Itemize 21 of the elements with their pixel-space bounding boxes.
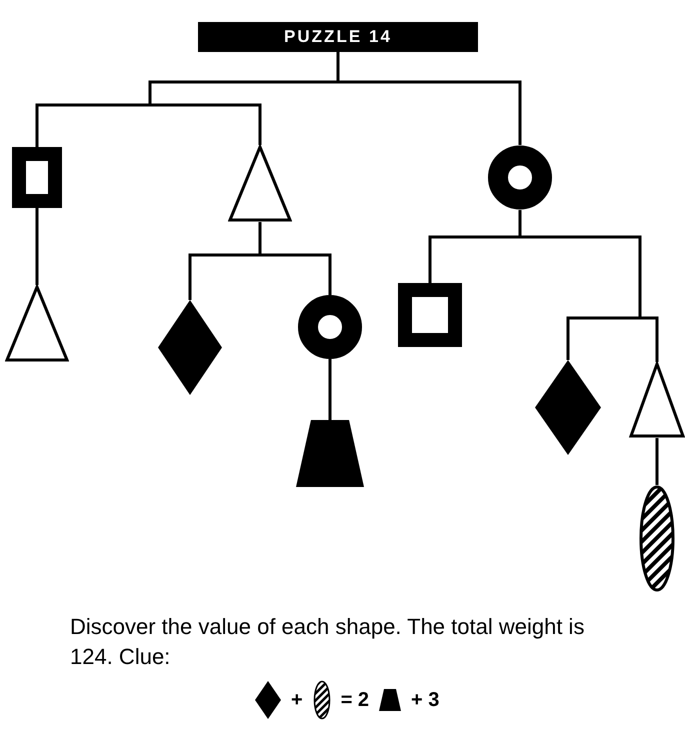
triangle-shape	[228, 145, 292, 222]
hanging-line	[36, 208, 38, 285]
equation-text: + 3	[411, 688, 440, 713]
hanging-line	[258, 222, 332, 295]
hollow-square-shape	[398, 283, 462, 347]
hanging-line	[328, 359, 332, 420]
triangle-shape	[5, 285, 69, 362]
title-banner: PUZZLE 14	[198, 22, 478, 52]
hanging-line	[656, 438, 658, 485]
triangle-shape	[629, 362, 685, 438]
ring-shape	[488, 145, 552, 210]
hatched-oval-shape	[639, 485, 675, 592]
trapezoid-shape	[296, 420, 364, 487]
ring-shape	[298, 295, 362, 359]
diamond-shape	[535, 360, 601, 455]
hollow-square-shape	[12, 147, 62, 208]
puzzle-instructions: Discover the value of each shape. The total weight is 124. Clue:	[70, 613, 586, 671]
hanging-line	[336, 52, 522, 145]
equation-text: = 2	[340, 688, 370, 713]
plus-sign: +	[291, 688, 303, 713]
diamond-shape	[158, 300, 222, 395]
